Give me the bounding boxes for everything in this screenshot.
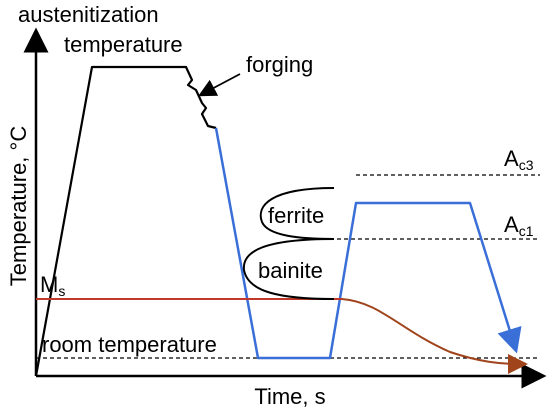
ms-main: M (40, 272, 58, 297)
forging-label: forging (246, 52, 313, 77)
ms-sub: s (58, 283, 65, 299)
ac3-sub: c3 (519, 157, 534, 173)
ac1-main: A (504, 212, 519, 237)
ferrite-label: ferrite (268, 203, 324, 228)
heating-path (34, 65, 217, 377)
slow-cooling-curve (341, 298, 528, 374)
room-temperature-label: room temperature (42, 332, 217, 357)
x-axis-label: Time, s (254, 384, 325, 409)
ms-label: Ms (40, 272, 65, 299)
austenitization-label-line2: temperature (64, 32, 183, 57)
y-axis-label: Temperature, °C (6, 126, 31, 287)
bainite-c-curve (242, 238, 335, 300)
ac1-sub: c1 (519, 223, 534, 239)
ac3-label: Ac3 (504, 146, 534, 173)
cooling-reheating-path (214, 127, 522, 360)
ac3-main: A (504, 146, 519, 171)
austenitization-label-line1: austenitization (18, 2, 159, 27)
forging-leader-arrow (198, 73, 241, 97)
bainite-label: bainite (258, 258, 323, 283)
ac1-label: Ac1 (504, 212, 534, 239)
ferrite-c-curve (259, 187, 335, 240)
